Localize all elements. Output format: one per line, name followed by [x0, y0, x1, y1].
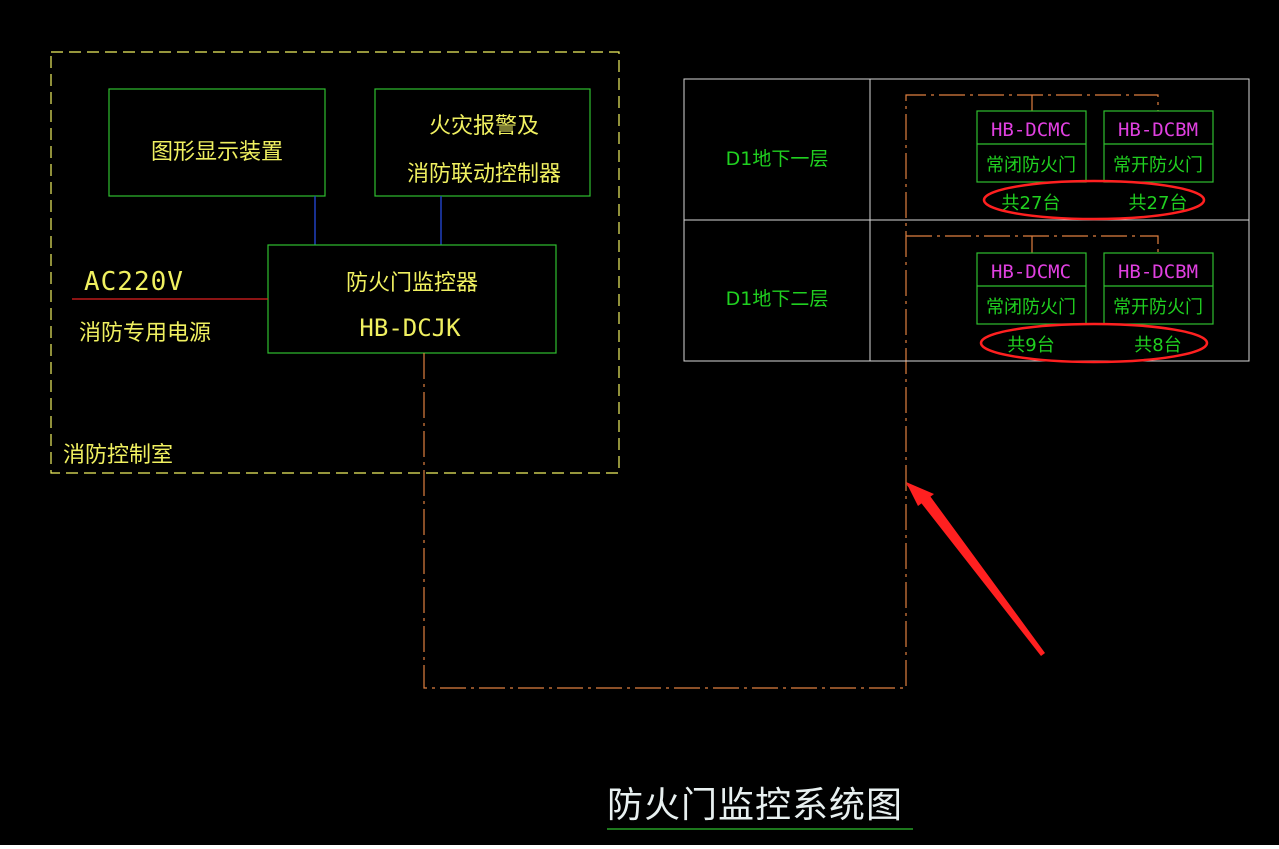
module-f2-closed-count: 共9台 — [1007, 335, 1054, 356]
bus-branch-floor-2 — [906, 235, 1159, 253]
module-f1-closed-box — [976, 110, 1087, 183]
floor-1-count-highlight — [982, 179, 1206, 221]
monitor-name-label: 防火门监控器 — [346, 271, 478, 296]
module-f1-closed-door: 常闭防火门 — [986, 155, 1076, 176]
module-f2-open-box — [1103, 252, 1214, 325]
module-f2-open-door: 常开防火门 — [1113, 297, 1203, 318]
signal-bus-line — [423, 94, 1159, 689]
module-f1-closed-model: HB-DCMC — [991, 119, 1071, 141]
module-f2-closed-door: 常闭防火门 — [986, 297, 1076, 318]
module-f1-closed-count: 共27台 — [1002, 193, 1061, 214]
floor-2-count-highlight — [979, 322, 1209, 364]
graphic-display-box — [108, 88, 326, 197]
red-arrow-head — [906, 482, 934, 506]
power-label: 消防专用电源 — [79, 321, 211, 346]
floor-2-label: D1地下二层 — [726, 288, 829, 310]
bottom-status-strip — [0, 845, 1279, 849]
floor-1-label: D1地下一层 — [726, 148, 829, 170]
fire-alarm-label-line1: 火灾报警及 — [429, 114, 539, 139]
graphic-display-label: 图形显示装置 — [151, 140, 283, 165]
red-annotation-arrow — [906, 484, 1045, 656]
fire-alarm-label-line2: 消防联动控制器 — [407, 162, 561, 187]
module-f2-closed-model: HB-DCMC — [991, 261, 1071, 283]
fire-alarm-controller-box — [374, 88, 591, 197]
module-f1-open-model: HB-DCBM — [1118, 119, 1198, 141]
module-f2-closed-box — [976, 252, 1087, 325]
control-room-boundary — [50, 51, 620, 474]
module-f1-open-box — [1103, 110, 1214, 183]
power-voltage-label: AC220V — [84, 267, 184, 297]
module-f2-open-count: 共8台 — [1134, 335, 1181, 356]
module-f1-open-count: 共27台 — [1129, 193, 1188, 214]
control-room-label: 消防控制室 — [63, 443, 173, 468]
module-f2-open-model: HB-DCBM — [1118, 261, 1198, 283]
module-f1-open-door: 常开防火门 — [1113, 155, 1203, 176]
diagram-title: 防火门监控系统图 — [607, 785, 903, 826]
monitor-model-label: HB-DCJK — [359, 314, 461, 342]
